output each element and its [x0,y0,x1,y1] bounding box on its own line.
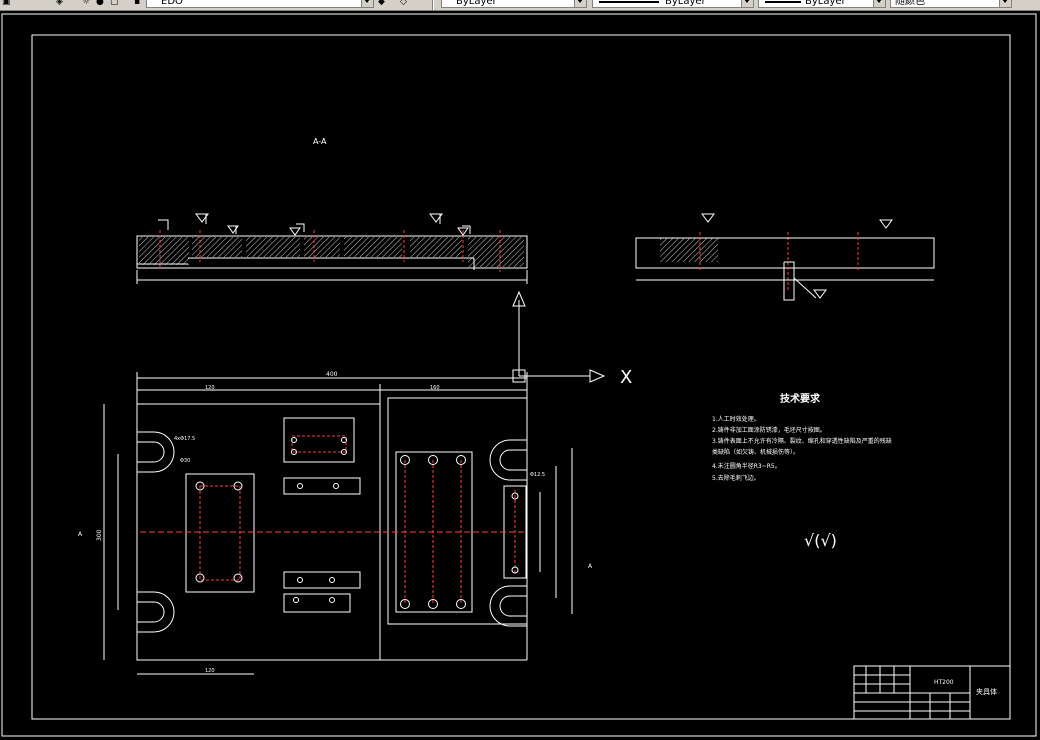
drawing-canvas[interactable]: A-A [0,11,1040,740]
tech-item-5: 5.去除毛刺飞边。 [712,474,760,482]
lineweight-swatch [765,1,801,3]
axis-x-label: X [620,367,632,388]
color-combo-value: ByLayer [456,0,497,7]
linetype-swatch [599,1,659,3]
technical-requirements: 技术要求 1.人工时效处理。 2.铸件非加工面涂防锈漆，毛坯尺寸按图。 3.铸件… [712,392,892,550]
section-view-right[interactable] [635,213,935,301]
title-block-name: 夹具体 [976,687,997,696]
color-combo[interactable]: ByLayer [441,0,587,8]
tech-item-3-cont: 类缺陷（如欠铸、机械损伤等）。 [712,448,799,456]
tech-item-1: 1.人工时效处理。 [712,415,760,423]
window-icon[interactable]: ▣ [2,0,11,7]
title-block[interactable]: HT200 夹具体 [853,665,1011,720]
dim-counterbore: Φ30 [180,458,190,464]
chevron-down-icon[interactable] [999,0,1011,7]
tech-item-3: 3.铸件表面上不允许有冷隔、裂纹、缩孔和穿透性缺陷及严重的残缺 [712,437,892,445]
tech-item-4: 4.未注圆角半径R3~R5。 [712,462,781,470]
section-marker-a-right: A [588,563,593,570]
section-label: A-A [313,137,327,146]
axis-indicator: X [512,290,632,388]
linetype-combo[interactable]: ByLayer [592,0,754,8]
lock-icon[interactable]: ▪ [134,0,141,7]
drawing-frame [1,13,1037,737]
title-block-drawing-no: HT200 [934,679,954,686]
plotstyle-combo[interactable]: 随颜色 [890,0,1012,8]
linetype-combo-value: ByLayer [665,0,706,7]
freeze-icon[interactable]: ▢ [110,0,119,7]
plan-view[interactable]: 400 120 160 [78,371,593,675]
plotstyle-combo-value: 随颜色 [895,0,925,7]
dim-hole: 4xΦ17.5 [174,436,195,442]
lineweight-combo[interactable]: ByLayer [758,0,886,8]
layer-combo-value: EDO [161,0,183,7]
layer-manager-icon[interactable]: ◈ [56,0,63,7]
dim-left-top: 120 [205,385,215,391]
chevron-down-icon[interactable] [873,0,885,7]
dim-overall: 400 [326,371,338,378]
layer-previous-icon[interactable]: ◇ [400,0,407,7]
section-marker-a-left: A [78,531,83,538]
dim-right-note: Φ12.5 [530,472,545,478]
lineweight-combo-value: ByLayer [805,0,846,7]
layer-combo[interactable]: EDO [146,0,374,8]
dim-right-top: 160 [430,385,440,391]
chevron-down-icon[interactable] [361,0,373,7]
section-view-left[interactable] [136,213,528,284]
tech-item-2: 2.铸件非加工面涂防锈漆，毛坯尺寸按图。 [712,426,826,434]
separator [432,0,434,10]
sun-icon[interactable]: ● [96,0,104,7]
chevron-down-icon[interactable] [741,0,753,7]
lightbulb-icon[interactable]: ☼ [82,0,91,7]
make-current-icon[interactable]: ◆ [378,0,385,7]
dim-bottom: 120 [205,668,215,674]
chevron-down-icon[interactable] [574,0,586,7]
properties-toolbar: ▣ ◈ ☼ ● ▢ ▪ EDO ◆ ◇ ByLayer ByLayer ByLa… [0,0,1040,11]
dim-height: 300 [96,529,103,541]
tech-title: 技术要求 [780,392,821,405]
roughness-symbol: √(√) [804,531,837,550]
